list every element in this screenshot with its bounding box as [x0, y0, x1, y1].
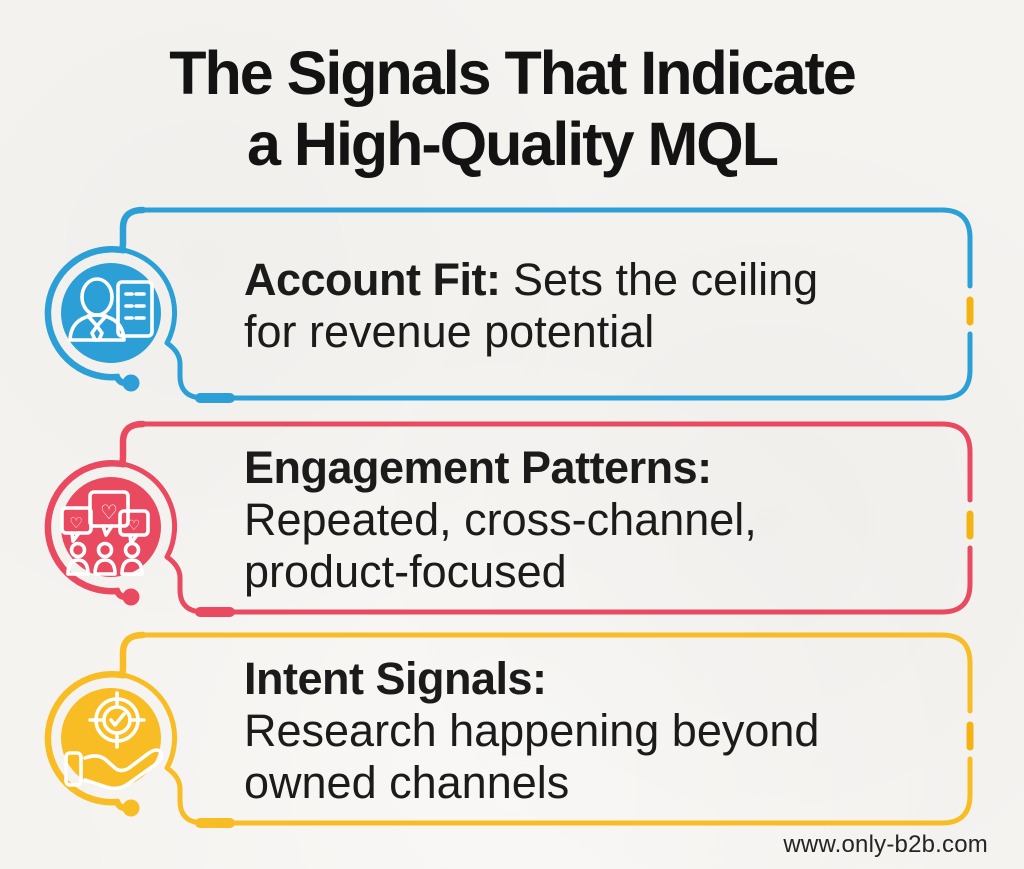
heart-glyph: ♡ [100, 500, 118, 524]
card-account-fit-frame [44, 206, 974, 403]
website-url: www.only-b2b.com [783, 831, 988, 858]
page-title: The Signals That Indicate a High-Quality… [0, 38, 1024, 180]
card-desc-line: product-focused [244, 546, 567, 598]
card-desc-line: Repeated, cross-channel, [244, 493, 757, 545]
card-label: Intent Signals: [244, 652, 547, 704]
heart-glyph: ♡ [128, 518, 141, 534]
card-desc-line: for revenue potential [244, 306, 655, 357]
heart-glyph: ♡ [69, 514, 82, 532]
card-engagement-patterns: ♡ ♡ ♡ Engagement Patterns: Repeated, cro… [0, 416, 1024, 628]
businessman-document-icon [68, 277, 154, 342]
card-desc-line: Research happening beyond [244, 704, 820, 756]
people-chat-hearts-icon: ♡ ♡ ♡ [60, 490, 150, 576]
swirl-end-dot [122, 588, 140, 606]
card-engagement-patterns-frame: ♡ ♡ ♡ [44, 420, 974, 617]
icon-badge [61, 263, 161, 363]
page-title-line2: a High-Quality MQL [247, 109, 779, 178]
card-engagement-patterns-text: Engagement Patterns: Repeated, cross-cha… [244, 420, 954, 620]
card-account-fit: Account Fit: Sets the ceiling for revenu… [0, 202, 1024, 414]
card-label: Engagement Patterns: [244, 441, 712, 493]
card-account-fit-text: Account Fit: Sets the ceiling for revenu… [244, 206, 954, 406]
page-title-line1: The Signals That Indicate [169, 39, 857, 107]
card-intent-signals-frame [44, 631, 974, 828]
hand-target-check-icon [64, 691, 164, 791]
card-intent-signals: Intent Signals: Research happening beyon… [0, 627, 1024, 839]
card-desc-line: owned channels [244, 757, 570, 809]
card-desc-line: Sets the ceiling [512, 253, 819, 305]
swirl-end-dot [122, 799, 140, 817]
card-label: Account Fit: [244, 253, 501, 305]
swirl-end-dot [122, 374, 140, 392]
card-intent-signals-text: Intent Signals: Research happening beyon… [244, 631, 954, 831]
